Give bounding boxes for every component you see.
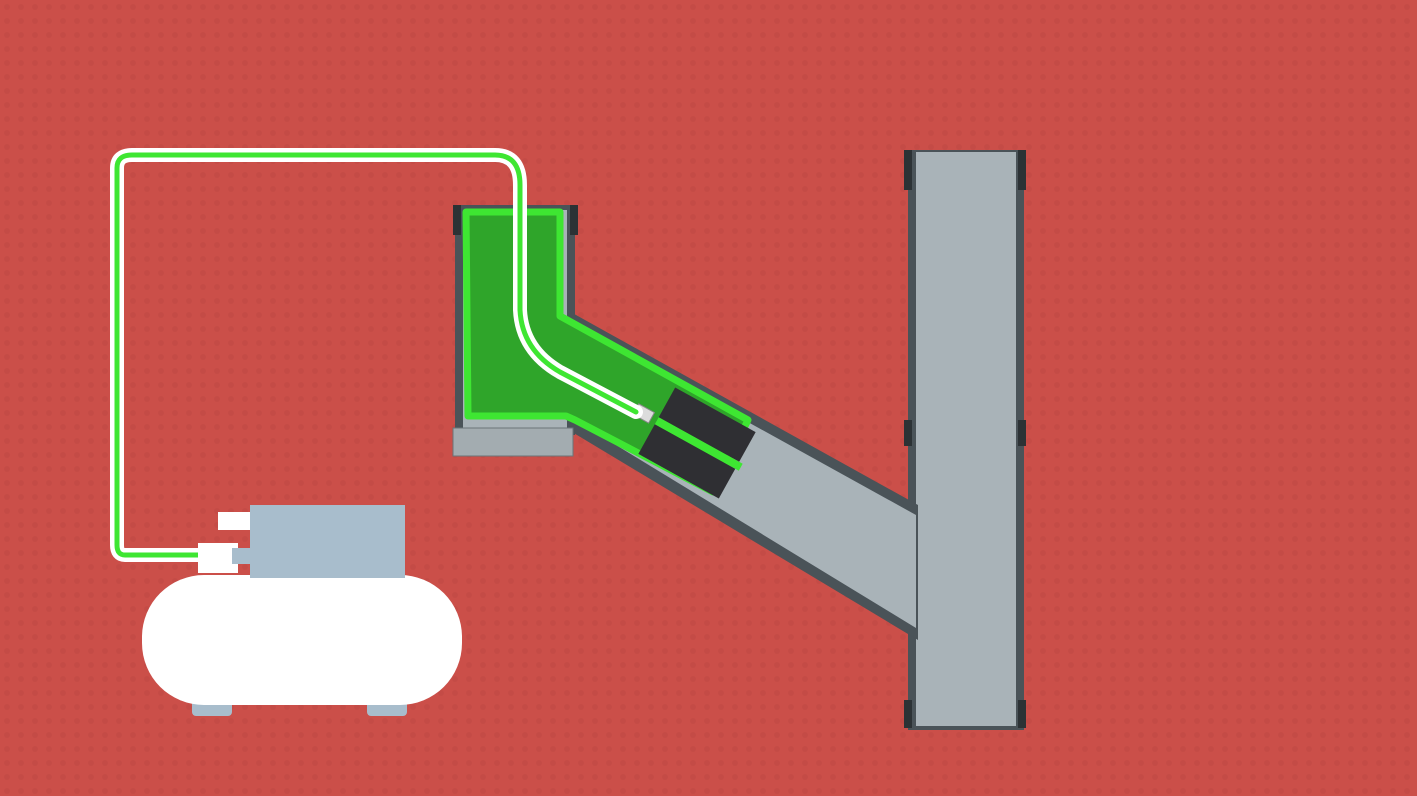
air-compressor-icon <box>142 505 462 716</box>
air-hose-icon <box>110 148 643 562</box>
